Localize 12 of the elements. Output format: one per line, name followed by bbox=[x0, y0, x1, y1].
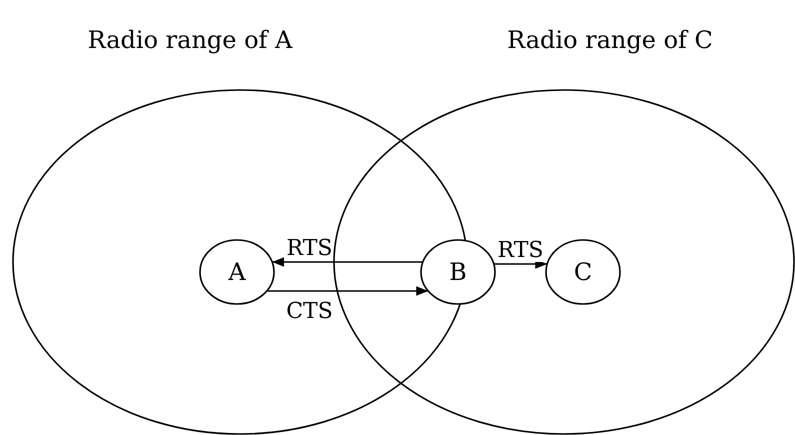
arrow bbox=[266, 286, 428, 296]
radio-range-circle bbox=[333, 28, 795, 435]
station-node bbox=[199, 239, 275, 305]
range-heading: Radio range of C bbox=[507, 28, 713, 52]
node-label: B bbox=[449, 260, 467, 284]
node-label: A bbox=[228, 260, 246, 284]
node-label: C bbox=[574, 260, 592, 284]
station-node bbox=[545, 239, 621, 305]
range-heading: Radio range of A bbox=[88, 28, 292, 52]
arrow bbox=[272, 257, 423, 267]
radio-range-circle bbox=[12, 28, 468, 435]
edge-label: RTS bbox=[498, 240, 544, 262]
